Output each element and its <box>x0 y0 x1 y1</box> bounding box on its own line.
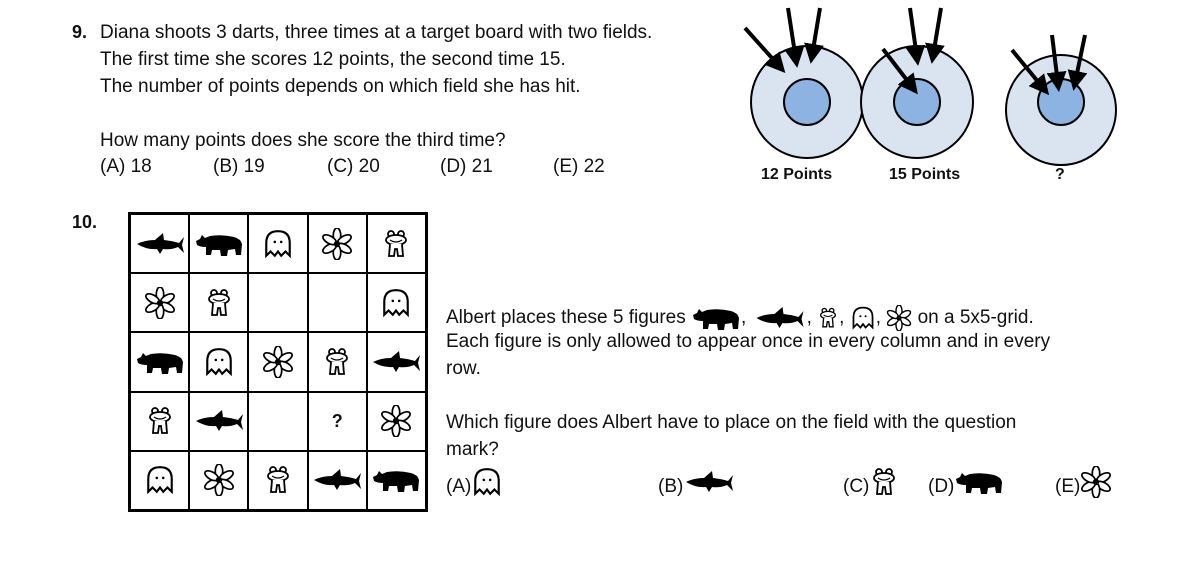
ghost-icon <box>471 466 503 498</box>
q9-text-line: The first time she scores 12 points, the… <box>100 49 566 70</box>
grid-cell <box>366 332 426 392</box>
rhino-icon <box>371 465 421 495</box>
frog-icon <box>869 467 899 497</box>
ghost-icon <box>203 346 235 378</box>
grid-cell <box>189 273 249 333</box>
target-label: ? <box>1055 166 1065 183</box>
q9-option-b: (B) 19 <box>213 156 265 177</box>
q10-option-a: (A) <box>446 476 503 498</box>
flower-icon <box>380 405 412 437</box>
grid-cell <box>307 332 367 392</box>
q10-line-1: Albert places these 5 figures , , , , on… <box>446 303 1034 333</box>
grid-cell <box>130 332 190 392</box>
rhino-icon <box>194 229 244 259</box>
flower-icon <box>144 287 176 319</box>
option-label: (E) <box>1055 476 1081 498</box>
grid-cell <box>130 273 190 333</box>
grid-cell <box>248 214 308 274</box>
option-label: (D) <box>928 476 955 497</box>
frog-icon <box>263 465 293 495</box>
ghost-icon <box>144 464 176 496</box>
shark-icon <box>193 406 245 436</box>
target-3 <box>1005 54 1117 166</box>
q10-line-2: Each figure is only allowed to appear on… <box>446 331 1051 352</box>
dart-targets-figure <box>743 7 1117 166</box>
grid-cell <box>130 214 190 274</box>
grid-cell <box>248 332 308 392</box>
flower-icon <box>203 464 235 496</box>
shark-icon <box>370 347 422 377</box>
flower-icon <box>886 305 912 331</box>
q9-text-line: The number of points depends on which fi… <box>100 76 581 97</box>
q10-option-d: (D) <box>928 476 1004 498</box>
grid-cell <box>130 391 190 451</box>
q9-text-line: Diana shoots 3 darts, three times at a t… <box>100 22 653 43</box>
comma: , <box>741 307 747 329</box>
q10-option-b: (B) <box>658 476 735 498</box>
question-9-number: 9. <box>72 22 88 42</box>
target-label: 12 Points <box>761 166 833 183</box>
grid-cell <box>189 332 249 392</box>
grid-cell <box>248 391 308 451</box>
rhino-icon <box>135 347 185 377</box>
option-label: (C) <box>843 476 870 497</box>
option-label: (B) <box>658 476 684 497</box>
figure-grid: ? <box>128 212 428 512</box>
shark-icon <box>134 229 186 259</box>
shark-icon <box>311 465 363 495</box>
comma: , <box>806 307 812 329</box>
q10-option-e: (E) <box>1055 476 1112 498</box>
comma: , <box>839 307 845 329</box>
ghost-icon <box>262 228 294 260</box>
dart-arrows <box>743 7 1088 96</box>
ghost-icon <box>850 305 876 331</box>
grid-cell <box>366 450 426 510</box>
grid-cell <box>189 450 249 510</box>
q10-text: on a 5x5-grid. <box>917 307 1034 329</box>
q9-option-c: (C) 20 <box>327 156 380 177</box>
q10-text: Albert places these 5 figures <box>446 307 686 329</box>
flower-icon <box>1080 466 1112 498</box>
rhino-icon <box>954 467 1004 497</box>
frog-icon <box>204 288 234 318</box>
grid-cell <box>307 273 367 333</box>
frog-icon <box>817 307 839 329</box>
q9-option-e: (E) 22 <box>553 156 605 177</box>
grid-cell <box>130 450 190 510</box>
q9-option-a: (A) 18 <box>100 156 152 177</box>
grid-cell <box>248 450 308 510</box>
question-10-number: 10. <box>72 212 98 232</box>
grid-cell: ? <box>307 391 367 451</box>
target-1 <box>750 45 864 159</box>
frog-icon <box>145 406 175 436</box>
q10-option-c: (C) <box>843 476 899 498</box>
frog-icon <box>381 229 411 259</box>
shark-icon <box>752 303 807 333</box>
ghost-icon <box>380 287 412 319</box>
grid-cell <box>248 273 308 333</box>
target-label: 15 Points <box>889 166 961 183</box>
shark-icon <box>683 467 735 497</box>
question-mark: ? <box>331 410 343 431</box>
flower-icon <box>262 346 294 378</box>
flower-icon <box>321 228 353 260</box>
comma: , <box>875 307 881 329</box>
grid-cell <box>189 391 249 451</box>
q10-question: Which figure does Albert have to place o… <box>446 412 1017 433</box>
q10-line-3: row. <box>446 358 481 379</box>
grid-cell <box>366 214 426 274</box>
grid-cell <box>366 273 426 333</box>
frog-icon <box>322 347 352 377</box>
q9-question: How many points does she score the third… <box>100 130 506 151</box>
q10-question: mark? <box>446 439 499 460</box>
rhino-icon <box>691 303 741 333</box>
option-label: (A) <box>446 476 472 498</box>
grid-cell <box>307 214 367 274</box>
q9-option-d: (D) 21 <box>440 156 493 177</box>
target-2 <box>860 45 974 159</box>
grid-cell <box>366 391 426 451</box>
grid-cell <box>189 214 249 274</box>
grid-cell <box>307 450 367 510</box>
